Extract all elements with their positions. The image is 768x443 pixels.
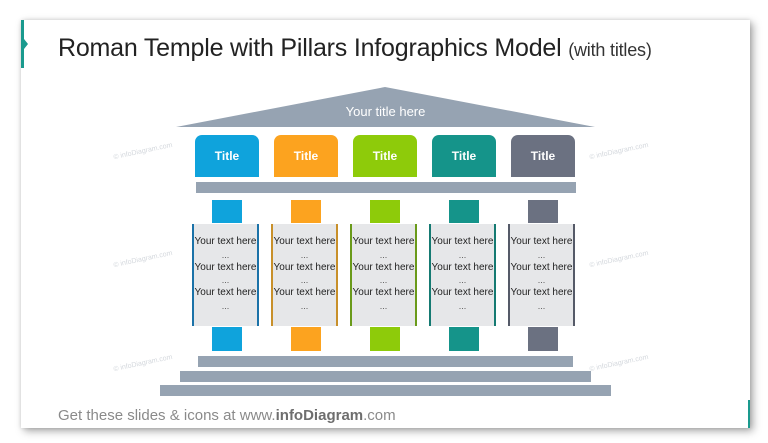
accent-bar-left <box>21 20 24 68</box>
temple-step-2 <box>180 371 591 382</box>
pillar-text-3[interactable]: Your text here ... Your text here ... Yo… <box>350 224 417 326</box>
watermark: © infoDiagram.com <box>588 249 650 270</box>
pillar-text-line: Your text here <box>510 261 573 273</box>
pillar-text-ellipsis: ... <box>221 249 230 260</box>
pillar-text-line: Your text here <box>273 287 336 299</box>
pillar-text-ellipsis: ... <box>379 249 388 260</box>
watermark: © infoDiagram.com <box>112 141 174 162</box>
slide-title-main: Roman Temple with Pillars Infographics M… <box>58 34 562 62</box>
pillar-text-4[interactable]: Your text here ... Your text here ... Yo… <box>429 224 496 326</box>
pillar-text-line: Your text here <box>194 236 257 247</box>
footer-brand: infoDiagram <box>275 407 364 424</box>
pillar-text-line: Your text here <box>273 236 336 247</box>
watermark: © infoDiagram.com <box>588 353 650 374</box>
pillar-text-line: Your text here <box>510 236 573 247</box>
footer-suffix: .com <box>363 407 396 424</box>
pillar-title-3[interactable]: Title <box>353 135 417 177</box>
slide-title: Roman Temple with Pillars Infographics M… <box>58 34 652 63</box>
watermark: © infoDiagram.com <box>112 353 174 374</box>
pillar-text-line: Your text here <box>352 236 415 247</box>
pillar-text-1[interactable]: Your text here ... Your text here ... Yo… <box>192 224 259 326</box>
roof-triangle-icon <box>176 87 595 127</box>
pillar-base-4 <box>449 327 479 351</box>
roof-title: Your title here <box>345 104 426 119</box>
pillar-text-line: Your text here <box>431 236 494 247</box>
pillar-base-2 <box>291 327 321 351</box>
pillar-text-ellipsis: ... <box>537 249 546 260</box>
pillar-title-2[interactable]: Title <box>274 135 338 177</box>
pillar-text-line: Your text here <box>194 287 257 299</box>
pillar-text-line: Your text here <box>352 261 415 273</box>
accent-bar-right <box>748 400 750 428</box>
slide: Roman Temple with Pillars Infographics M… <box>21 20 750 428</box>
pillar-text-ellipsis: ... <box>300 249 309 260</box>
pillar-text-ellipsis: ... <box>458 300 467 311</box>
pillar-base-5 <box>528 327 558 351</box>
pillar-text-ellipsis: ... <box>221 300 230 311</box>
temple-beam <box>196 182 576 193</box>
temple-roof[interactable]: Your title here <box>176 87 595 129</box>
temple-step-3 <box>160 385 611 396</box>
pillar-text-line: Your text here <box>431 287 494 299</box>
pillar-text-ellipsis: ... <box>221 275 230 286</box>
pillar-text-line: Your text here <box>273 261 336 273</box>
accent-arrow-icon <box>24 39 28 49</box>
pillar-text-ellipsis: ... <box>537 300 546 311</box>
pillar-title-1[interactable]: Title <box>195 135 259 177</box>
pillar-title-5[interactable]: Title <box>511 135 575 177</box>
pillar-text-line: Your text here <box>431 261 494 273</box>
pillar-capital-2 <box>291 200 321 223</box>
pillar-text-ellipsis: ... <box>537 275 546 286</box>
footer-prefix: Get these slides & icons at www. <box>58 407 276 424</box>
pillar-text-5[interactable]: Your text here ... Your text here ... Yo… <box>508 224 575 326</box>
watermark: © infoDiagram.com <box>112 249 174 270</box>
pillar-text-2[interactable]: Your text here ... Your text here ... Yo… <box>271 224 338 326</box>
pillar-text-line: Your text here <box>510 287 573 299</box>
pillar-text-ellipsis: ... <box>458 249 467 260</box>
temple-step-1 <box>198 356 573 367</box>
pillar-capital-1 <box>212 200 242 223</box>
pillar-text-line: Your text here <box>194 261 257 273</box>
watermark: © infoDiagram.com <box>588 141 650 162</box>
pillar-text-ellipsis: ... <box>379 300 388 311</box>
pillar-text-ellipsis: ... <box>300 275 309 286</box>
pillar-base-3 <box>370 327 400 351</box>
pillar-capital-4 <box>449 200 479 223</box>
pillar-text-ellipsis: ... <box>458 275 467 286</box>
pillar-text-ellipsis: ... <box>379 275 388 286</box>
pillar-capital-5 <box>528 200 558 223</box>
pillar-text-line: Your text here <box>352 287 415 299</box>
footer-credit: Get these slides & icons at www.infoDiag… <box>58 407 396 424</box>
pillar-title-4[interactable]: Title <box>432 135 496 177</box>
pillar-capital-3 <box>370 200 400 223</box>
pillar-text-ellipsis: ... <box>300 300 309 311</box>
slide-title-sub: (with titles) <box>568 40 652 60</box>
pillar-base-1 <box>212 327 242 351</box>
